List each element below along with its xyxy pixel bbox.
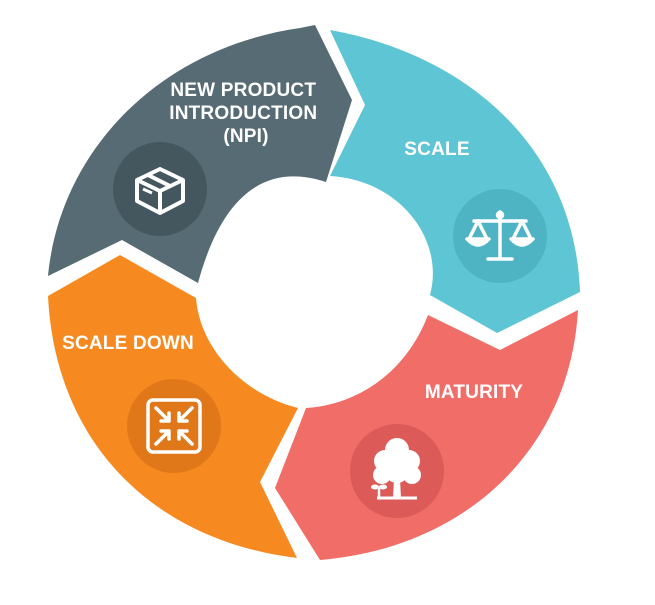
segment-maturity-label: MATURITY [425,382,523,403]
compress-arrows-icon [146,398,202,454]
segment-scale-down: SCALE DOWN [48,255,298,558]
segment-npi-label-line-2: INTRODUCTION [169,103,317,124]
segment-npi-shape [48,25,352,283]
segment-npi-label: NEW PRODUCT INTRODUCTION (NPI) [169,80,323,147]
segment-maturity: MATURITY [275,310,578,560]
tree-icon [371,438,421,500]
segment-npi: NEW PRODUCT INTRODUCTION (NPI) [48,25,352,283]
segment-npi-label-line-3: (NPI) [223,126,268,147]
segment-scale-shape [330,30,580,333]
segment-scale-label: SCALE [404,139,469,160]
box-icon [135,167,185,215]
segment-scale-down-label: SCALE DOWN [62,333,194,354]
segment-npi-label-line-1: NEW PRODUCT [170,80,316,101]
segment-scale-down-icon-bg [127,379,221,473]
segment-scale: SCALE [330,30,580,333]
balance-scale-icon [465,210,535,261]
